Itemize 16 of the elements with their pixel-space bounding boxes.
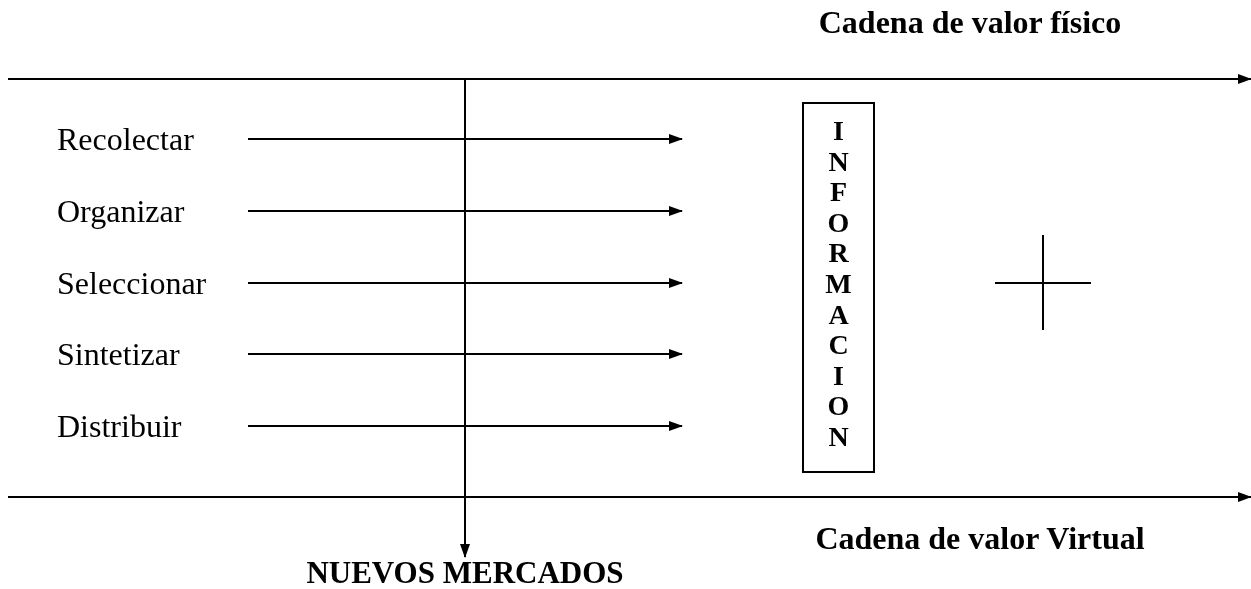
arrow (247, 134, 683, 144)
arrow (247, 421, 683, 431)
arrow (460, 78, 470, 558)
vertical-text-box (802, 102, 875, 473)
step-label: Distribuir (57, 408, 247, 444)
step-label: Recolectar (57, 121, 247, 157)
chain-label: Cadena de valor físico (817, 4, 1123, 40)
step-label: Organizar (57, 193, 247, 229)
arrow (247, 206, 683, 216)
vertical-label: INFORMACION (824, 116, 853, 454)
arrow (247, 278, 683, 288)
heading-text: NUEVOS MERCADOS (280, 557, 650, 588)
step-label: Seleccionar (57, 265, 247, 301)
step-label: Sintetizar (57, 336, 247, 372)
chain-label: Cadena de valor Virtual (814, 520, 1146, 556)
arrow (247, 349, 683, 359)
